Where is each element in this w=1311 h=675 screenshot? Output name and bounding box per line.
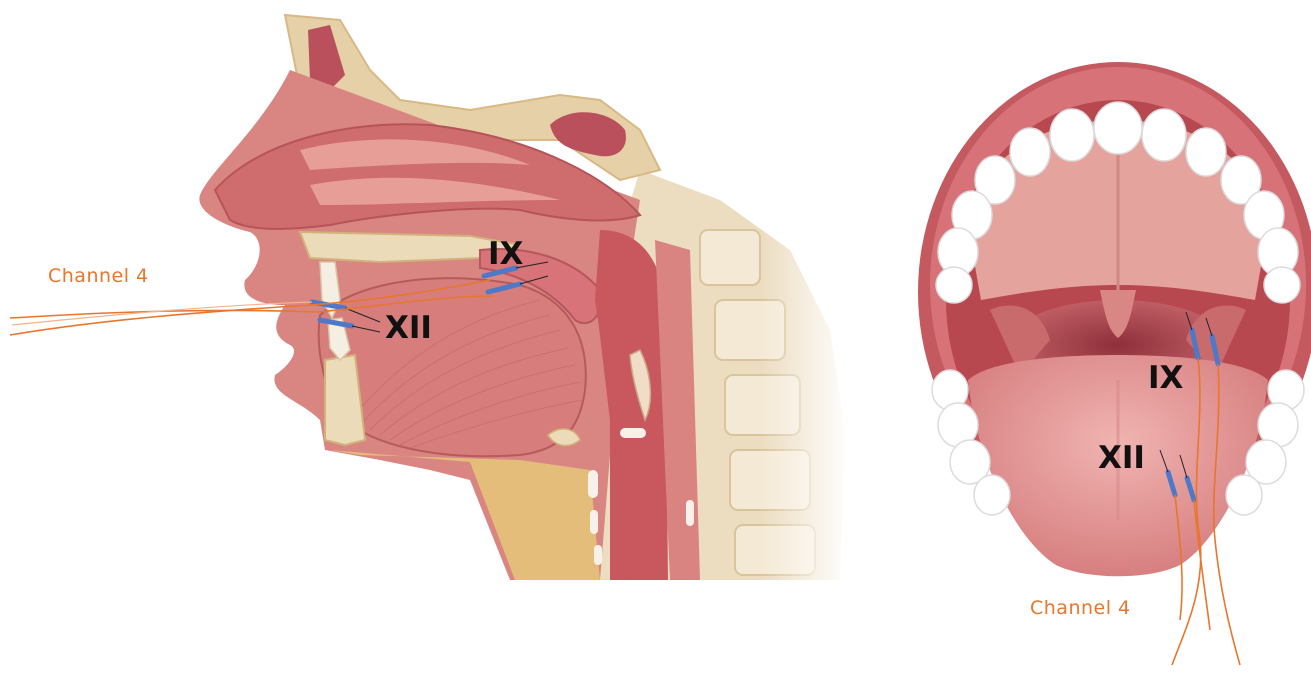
mouth-nerve-xii-label: XII [1098,440,1145,476]
open-mouth-view: IX XII Channel 4 [918,62,1311,665]
sagittal-nerve-ix-label: IX [488,236,524,272]
sagittal-nerve-xii-label: XII [385,310,432,346]
sagittal-section: Channel 4 IX XII [10,15,850,590]
sagittal-wire-light [12,302,312,325]
sagittal-channel-label: Channel 4 [48,265,149,287]
mouth-nerve-ix-label: IX [1148,360,1184,396]
mouth-channel-label: Channel 4 [1030,597,1131,619]
neck-fade [760,150,850,590]
